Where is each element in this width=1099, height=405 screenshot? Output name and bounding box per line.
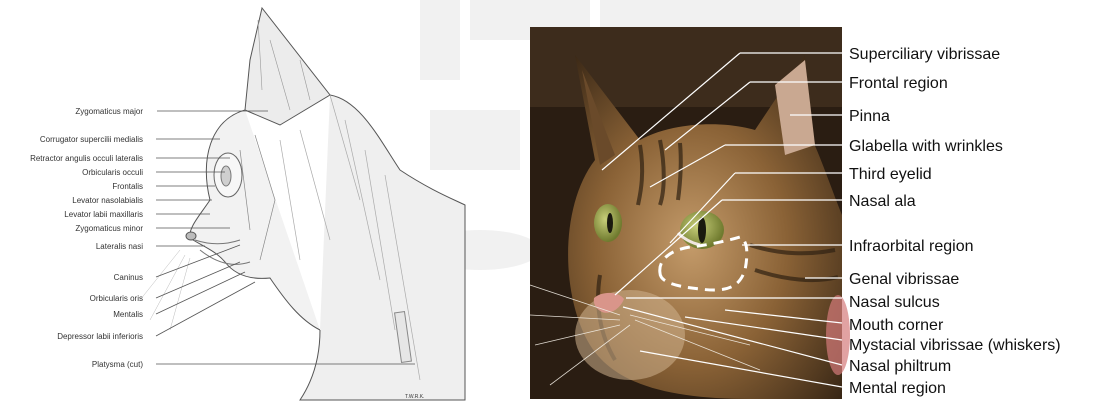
label-superciliary-vibrissae: Superciliary vibrissae bbox=[849, 46, 1000, 63]
label-frontal-region: Frontal region bbox=[849, 75, 948, 92]
label-lateralis-nasi: Lateralis nasi bbox=[96, 242, 143, 251]
right-labels: Superciliary vibrissae Frontal region Pi… bbox=[849, 46, 1061, 397]
label-nasal-ala: Nasal ala bbox=[849, 193, 916, 210]
muscle-anatomy-diagram: Zygomaticus major Corrugator supercilii … bbox=[0, 0, 470, 405]
label-infraorbital-region: Infraorbital region bbox=[849, 238, 974, 255]
label-orbicularis-occuli: Orbicularis occuli bbox=[82, 168, 143, 177]
label-pinna: Pinna bbox=[849, 108, 890, 125]
label-corrugator-supercilii-medialis: Corrugator supercilii medialis bbox=[40, 135, 143, 144]
label-mental-region: Mental region bbox=[849, 380, 946, 397]
label-third-eyelid: Third eyelid bbox=[849, 166, 932, 183]
cat-photo bbox=[530, 27, 850, 399]
artist-signature: T.W.R.K. bbox=[405, 394, 424, 400]
cat-face-photo-diagram: Superciliary vibrissae Frontal region Pi… bbox=[520, 15, 1099, 405]
label-depressor-labii-inferioris: Depressor labii inferioris bbox=[57, 332, 143, 341]
label-mouth-corner: Mouth corner bbox=[849, 317, 944, 334]
label-genal-vibrissae: Genal vibrissae bbox=[849, 271, 959, 288]
label-caninus: Caninus bbox=[114, 273, 143, 282]
label-retractor-angulis-occuli-lateralis: Retractor angulis occuli lateralis bbox=[30, 154, 143, 163]
label-frontalis: Frontalis bbox=[112, 182, 143, 191]
label-levator-nasolabialis: Levator nasolabialis bbox=[72, 196, 143, 205]
label-glabella-with-wrinkles: Glabella with wrinkles bbox=[849, 138, 1003, 155]
label-mentalis: Mentalis bbox=[113, 310, 143, 319]
cat-head-sketch bbox=[140, 8, 465, 400]
left-labels: Zygomaticus major Corrugator supercilii … bbox=[30, 107, 143, 369]
label-nasal-sulcus: Nasal sulcus bbox=[849, 294, 940, 311]
label-levator-labii-maxillaris: Levator labii maxillaris bbox=[64, 210, 143, 219]
label-zygomaticus-minor: Zygomaticus minor bbox=[75, 224, 143, 233]
label-nasal-philtrum: Nasal philtrum bbox=[849, 358, 951, 375]
label-platysma-cut: Platysma (cut) bbox=[92, 360, 143, 369]
label-mystacial-vibrissae: Mystacial vibrissae (whiskers) bbox=[849, 337, 1061, 354]
label-zygomaticus-major: Zygomaticus major bbox=[75, 107, 143, 116]
label-orbicularis-oris: Orbicularis oris bbox=[90, 294, 143, 303]
